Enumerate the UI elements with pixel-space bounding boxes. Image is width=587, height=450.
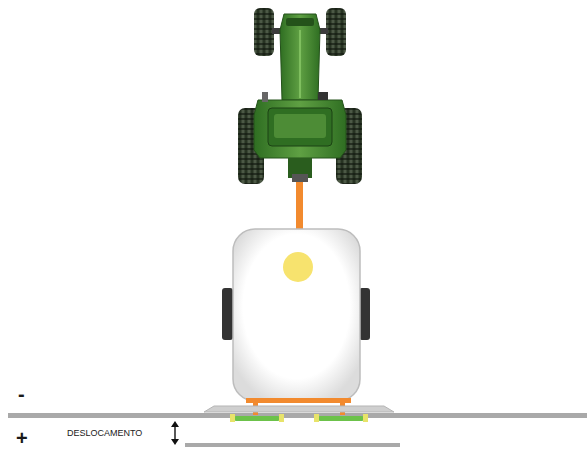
drawbar [296,180,303,235]
plus-sign: + [16,428,28,448]
sprayer [204,229,394,422]
displacement-label: DESLOCAMENTO [67,429,142,438]
tractor [238,8,362,184]
displacement-arrow [171,421,179,445]
minus-sign: - [18,384,25,404]
displaced-ground-line [185,443,400,447]
ground-line [8,413,587,418]
tank-lid [283,252,313,282]
